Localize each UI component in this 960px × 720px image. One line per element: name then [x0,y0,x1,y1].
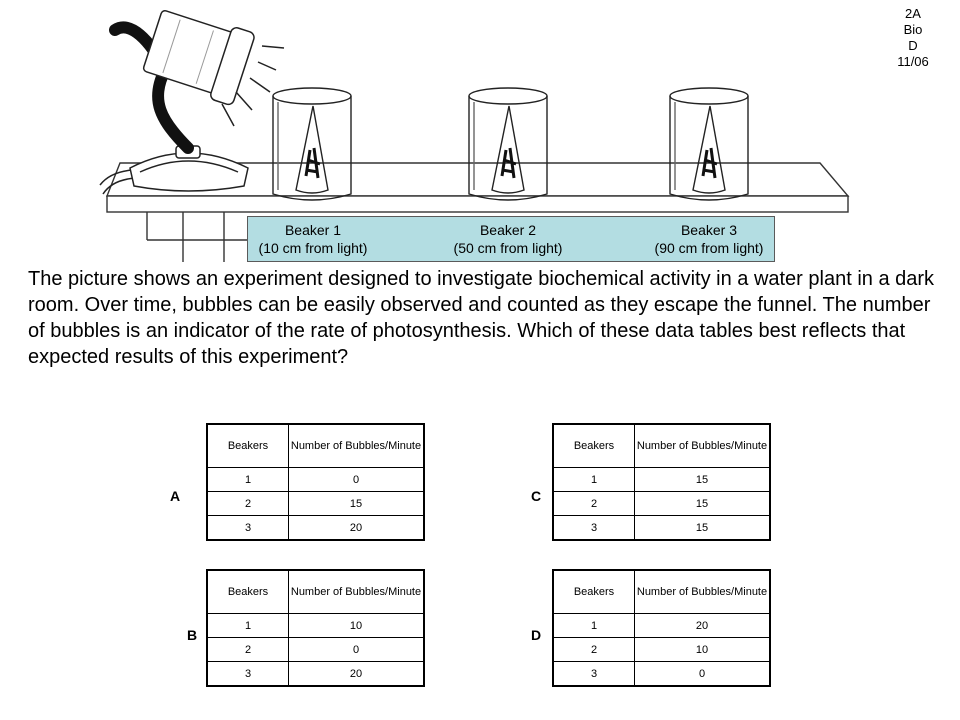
header-bubbles: Number of Bubbles/Minute [288,423,425,468]
header-bubbles: Number of Bubbles/Minute [634,569,771,614]
beaker-name: Beaker 1 [284,222,342,238]
cell-beaker: 1 [206,613,289,638]
beaker-illustration [669,87,749,201]
option-a-letter[interactable]: A [170,488,181,504]
option-b-letter[interactable]: B [187,627,198,643]
beaker-distance: (90 cm from light) [654,240,764,256]
cell-bubbles: 20 [634,613,771,638]
table-row: 3 0 [552,661,771,687]
table-header-row: Beakers Number of Bubbles/Minute [206,569,425,614]
cell-beaker: 3 [206,515,289,541]
cell-beaker: 3 [206,661,289,687]
table-row: 2 0 [206,637,425,662]
option-c-letter[interactable]: C [531,488,542,504]
cell-bubbles: 0 [288,467,425,492]
table-row: 1 0 [206,467,425,492]
cell-beaker: 1 [552,467,635,492]
option-b-table[interactable]: Beakers Number of Bubbles/Minute 1 10 2 … [206,569,425,687]
table-row: 3 20 [206,661,425,687]
header-beakers: Beakers [552,423,635,468]
table-row: 2 15 [206,491,425,516]
header-bubbles: Number of Bubbles/Minute [288,569,425,614]
cell-beaker: 1 [206,467,289,492]
cell-bubbles: 10 [634,637,771,662]
header-bubbles: Number of Bubbles/Minute [634,423,771,468]
lamp-illustration [99,9,285,195]
table-row: 1 15 [552,467,771,492]
option-c-table[interactable]: Beakers Number of Bubbles/Minute 1 15 2 … [552,423,771,541]
header-beakers: Beakers [206,423,289,468]
cell-bubbles: 15 [634,515,771,541]
beaker-1-label: Beaker 1 (10 cm from light) [228,221,398,257]
cell-beaker: 2 [206,637,289,662]
table-row: 2 10 [552,637,771,662]
header-beakers: Beakers [206,569,289,614]
table-header-row: Beakers Number of Bubbles/Minute [552,569,771,614]
table-row: 1 10 [206,613,425,638]
cell-bubbles: 10 [288,613,425,638]
option-d-letter[interactable]: D [531,627,542,643]
option-d-table[interactable]: Beakers Number of Bubbles/Minute 1 20 2 … [552,569,771,687]
table-row: 1 20 [552,613,771,638]
cell-beaker: 3 [552,661,635,687]
cell-beaker: 2 [206,491,289,516]
cell-bubbles: 0 [288,637,425,662]
beaker-label-bar: Beaker 1 (10 cm from light) Beaker 2 (50… [247,216,775,262]
beaker-illustration [272,87,352,201]
table-row: 2 15 [552,491,771,516]
question-text: The picture shows an experiment designed… [28,268,935,368]
cell-bubbles: 20 [288,661,425,687]
cell-bubbles: 0 [634,661,771,687]
class-code-line: 11/06 [897,54,929,69]
beaker-3-label: Beaker 3 (90 cm from light) [624,221,794,257]
beaker-distance: (50 cm from light) [453,240,563,256]
table-header-row: Beakers Number of Bubbles/Minute [552,423,771,468]
class-code-line: D [908,38,918,53]
cell-bubbles: 20 [288,515,425,541]
cell-bubbles: 15 [634,491,771,516]
table-illustration [105,162,850,262]
cell-beaker: 3 [552,515,635,541]
table-row: 3 20 [206,515,425,541]
light-rays-icon [221,45,285,127]
cell-beaker: 1 [552,613,635,638]
experiment-illustration [99,9,850,262]
cell-beaker: 2 [552,637,635,662]
class-code-line: Bio [903,22,923,37]
beaker-name: Beaker 2 [479,222,537,238]
table-header-row: Beakers Number of Bubbles/Minute [206,423,425,468]
option-a-table[interactable]: Beakers Number of Bubbles/Minute 1 0 2 1… [206,423,425,541]
class-code-line: 2A [905,6,921,21]
beaker-name: Beaker 3 [680,222,738,238]
cell-bubbles: 15 [288,491,425,516]
header-beakers: Beakers [552,569,635,614]
beaker-distance: (10 cm from light) [258,240,368,256]
table-row: 3 15 [552,515,771,541]
cell-bubbles: 15 [634,467,771,492]
class-code: 2A Bio D 11/06 [880,6,946,70]
cell-beaker: 2 [552,491,635,516]
beaker-illustration [468,87,548,201]
beaker-2-label: Beaker 2 (50 cm from light) [423,221,593,257]
